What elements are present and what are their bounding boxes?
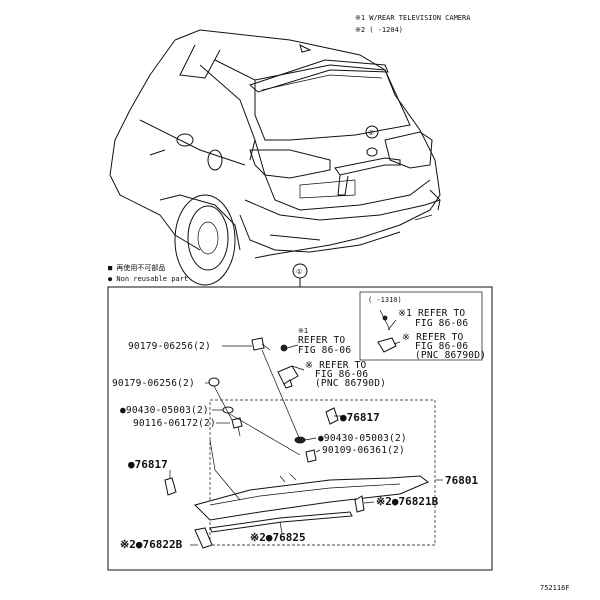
note-date-range: ※2 ( -1204)	[355, 26, 403, 34]
part-label-76817-left: ●76817	[128, 458, 168, 471]
refer-main-b1: ※ REFER TO	[305, 360, 367, 371]
refer-note-1: ※1	[298, 327, 308, 335]
note-rear-camera: ※1 W/REAR TELEVISION CAMERA	[355, 14, 471, 22]
clip-76817-right	[325, 407, 342, 425]
refer-main-b2: FIG 86-06	[315, 369, 368, 380]
callout-top-label: ①	[368, 129, 374, 137]
inset-refer2a: ※ REFER TO	[402, 332, 464, 343]
inset-refer2b: FIG 86-06	[415, 341, 468, 352]
inset-box	[359, 291, 483, 361]
inset-refer1b: FIG 86-06	[415, 318, 468, 329]
nut-90430-b	[294, 436, 317, 444]
camera-grommet	[280, 344, 299, 352]
part-label-76817-right: ●76817	[340, 411, 380, 424]
part-label-90430-b: ●90430-05003(2)	[318, 433, 407, 444]
vehicle-illustration	[109, 29, 441, 286]
refer-main-a3: FIG 86-06	[298, 345, 351, 356]
part-label-90430-a: ●90430-05003(2)	[120, 405, 209, 416]
garnish-strip-76825	[209, 511, 353, 533]
rear-camera-assembly	[277, 365, 305, 389]
bolt-90116	[231, 417, 243, 437]
refer-main-b3: (PNC 86790D)	[315, 378, 386, 389]
part-label-76801: 76801	[445, 474, 478, 487]
callout-main-label: ①	[296, 268, 302, 276]
part-label-76825: ※2●76825	[250, 531, 306, 544]
grommet-90179-a	[251, 337, 271, 351]
inset-refer1a: ※1 REFER TO	[398, 308, 465, 319]
callout-circle-top	[365, 125, 379, 139]
part-label-90109: 90109-06361(2)	[322, 445, 405, 456]
figure-id: 752116F	[540, 584, 570, 592]
inset-refer2c: (PNC 86790D)	[415, 350, 486, 361]
main-parts-box	[107, 286, 493, 571]
legend-line-1: ■ 再使用不可部品	[108, 263, 165, 272]
clip-76817-left	[164, 470, 177, 496]
refer-main-a2: REFER TO	[298, 335, 345, 346]
inset-camera-drawing	[377, 309, 401, 353]
back-door-garnish-76801	[194, 439, 429, 521]
bolt-90109	[305, 449, 321, 463]
end-cap-76821b	[354, 495, 375, 513]
legend-line-2: ● Non reusable part	[108, 275, 188, 283]
part-label-90179-b: 90179-06256(2)	[112, 378, 195, 389]
part-label-90116: 90116-06172(2)	[133, 418, 216, 429]
part-label-90179-a: 90179-06256(2)	[128, 341, 211, 352]
inset-range: ( -1310)	[368, 296, 402, 304]
grommet-90179-b	[208, 377, 220, 387]
part-label-76821b: ※2●76821B	[376, 495, 439, 508]
part-label-76822b: ※2●76822B	[120, 538, 183, 551]
end-cap-76822b	[190, 527, 213, 549]
